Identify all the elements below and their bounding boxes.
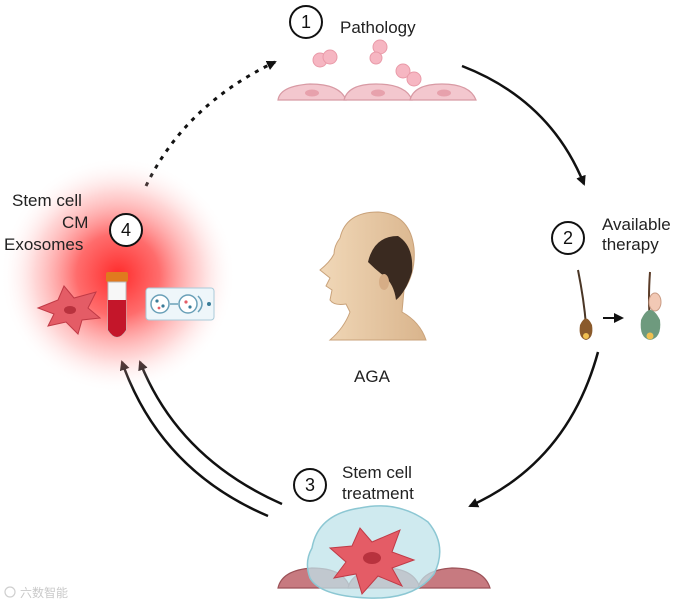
step-number-circle xyxy=(551,221,585,255)
step-number-circle xyxy=(109,213,143,247)
test-tube-icon xyxy=(106,272,128,338)
step-label-line2: CM xyxy=(62,213,88,232)
step-2-available-therapy: 2 Available therapy xyxy=(551,215,671,340)
step-label-line1: Stem cell xyxy=(342,463,412,482)
epithelial-cells-icon xyxy=(277,83,477,101)
step-number-circle xyxy=(293,468,327,502)
exosome-icon xyxy=(145,287,215,321)
hair-follicle-icon xyxy=(577,269,593,340)
step-label-line1: Available xyxy=(602,215,671,234)
watermark-text: 六数智能 xyxy=(20,585,68,600)
arrow-step1-to-step2 xyxy=(461,64,586,186)
dying-cell-blobs-icon xyxy=(312,39,422,87)
step-label-line2: therapy xyxy=(602,235,659,254)
step-number: 2 xyxy=(563,228,573,248)
step-label: Pathology xyxy=(340,18,416,37)
step-number-circle xyxy=(289,5,323,39)
step-label-line2: treatment xyxy=(342,484,414,503)
step-3-stem-cell-treatment: 3 Stem cell treatment xyxy=(277,463,491,599)
step-label-line1: Stem cell xyxy=(12,191,82,210)
healthy-follicle-icon xyxy=(640,271,662,340)
step-number: 4 xyxy=(121,220,131,240)
center-label: AGA xyxy=(354,367,391,386)
watermark-logo-icon xyxy=(4,586,16,598)
step-label-line3: Exosomes xyxy=(4,235,83,254)
head-profile-icon xyxy=(319,211,427,341)
step-number: 1 xyxy=(301,12,311,32)
step-1-pathology: 1 Pathology xyxy=(277,5,477,101)
step-4-stem-cell-products: 4 Stem cell CM Exosomes xyxy=(0,157,236,393)
step-number: 3 xyxy=(305,475,315,495)
watermark: 六数智能 xyxy=(4,585,68,600)
arrow-step2-to-step3 xyxy=(468,351,600,508)
